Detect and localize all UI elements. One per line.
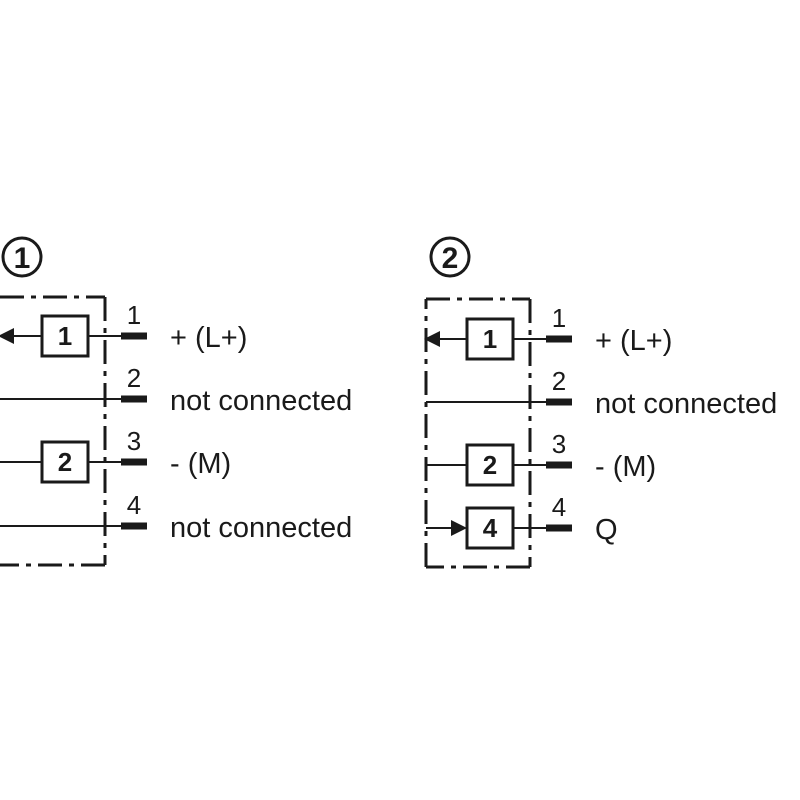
badge-circle-1: 1: [1, 236, 43, 278]
pin-terminal: [546, 461, 572, 469]
signal-label: - (M): [595, 451, 656, 483]
signal-label: not connected: [170, 385, 352, 417]
pin-row-1: 1 1 + (L+): [424, 303, 672, 361]
signal-label: - (M): [170, 448, 231, 480]
badge-ring: [429, 236, 471, 278]
pin-number: 4: [552, 492, 566, 522]
pin-number: 1: [127, 300, 141, 330]
arrow-left-icon: [0, 328, 14, 344]
pin-number: 3: [552, 429, 566, 459]
pin-terminal: [121, 458, 147, 466]
function-box-number: 2: [58, 447, 72, 477]
badge-ring: [1, 236, 43, 278]
signal-label: not connected: [595, 388, 777, 420]
signal-label: + (L+): [595, 325, 672, 357]
pin-terminal: [546, 524, 572, 532]
pin-row-3: 2 3 - (M): [0, 426, 231, 484]
pin-row-3: 2 3 - (M): [426, 429, 656, 487]
arrow-right-icon: [451, 520, 467, 536]
pin-number: 3: [127, 426, 141, 456]
pin-number: 2: [127, 363, 141, 393]
pin-terminal: [121, 332, 147, 340]
function-box: [465, 317, 515, 361]
diagram-1: 1 1 1 + (L+) 2 not connected 2 3 - (M) 4 not conne…: [0, 236, 352, 567]
pin-terminal: [121, 395, 147, 403]
badge-number: 2: [442, 242, 459, 275]
pin-number: 4: [127, 490, 141, 520]
pin-row-2: 2 not connected: [426, 366, 777, 420]
signal-label: + (L+): [170, 322, 247, 354]
pin-row-4: 44Q: [426, 492, 618, 550]
signal-label: Q: [595, 514, 618, 546]
pin-terminal: [546, 398, 572, 406]
badge-number: 1: [14, 242, 31, 275]
pin-row-4: 4 not connected: [0, 490, 352, 544]
pin-number: 2: [552, 366, 566, 396]
pin-row-2: 2 not connected: [0, 363, 352, 417]
function-box-number: 2: [483, 450, 497, 480]
signal-label: not connected: [170, 512, 352, 544]
pin-row-1: 1 1 + (L+): [0, 300, 247, 358]
device-housing-2: [424, 297, 532, 569]
function-box-number: 1: [58, 321, 72, 351]
function-box-number: 1: [483, 324, 497, 354]
pin-terminal: [546, 335, 572, 343]
function-box: [465, 443, 515, 487]
device-housing-1: [0, 295, 107, 567]
pin-terminal: [121, 522, 147, 530]
function-box-number: 4: [483, 513, 498, 543]
pin-number: 1: [552, 303, 566, 333]
badge-circle-2: 2: [429, 236, 471, 278]
